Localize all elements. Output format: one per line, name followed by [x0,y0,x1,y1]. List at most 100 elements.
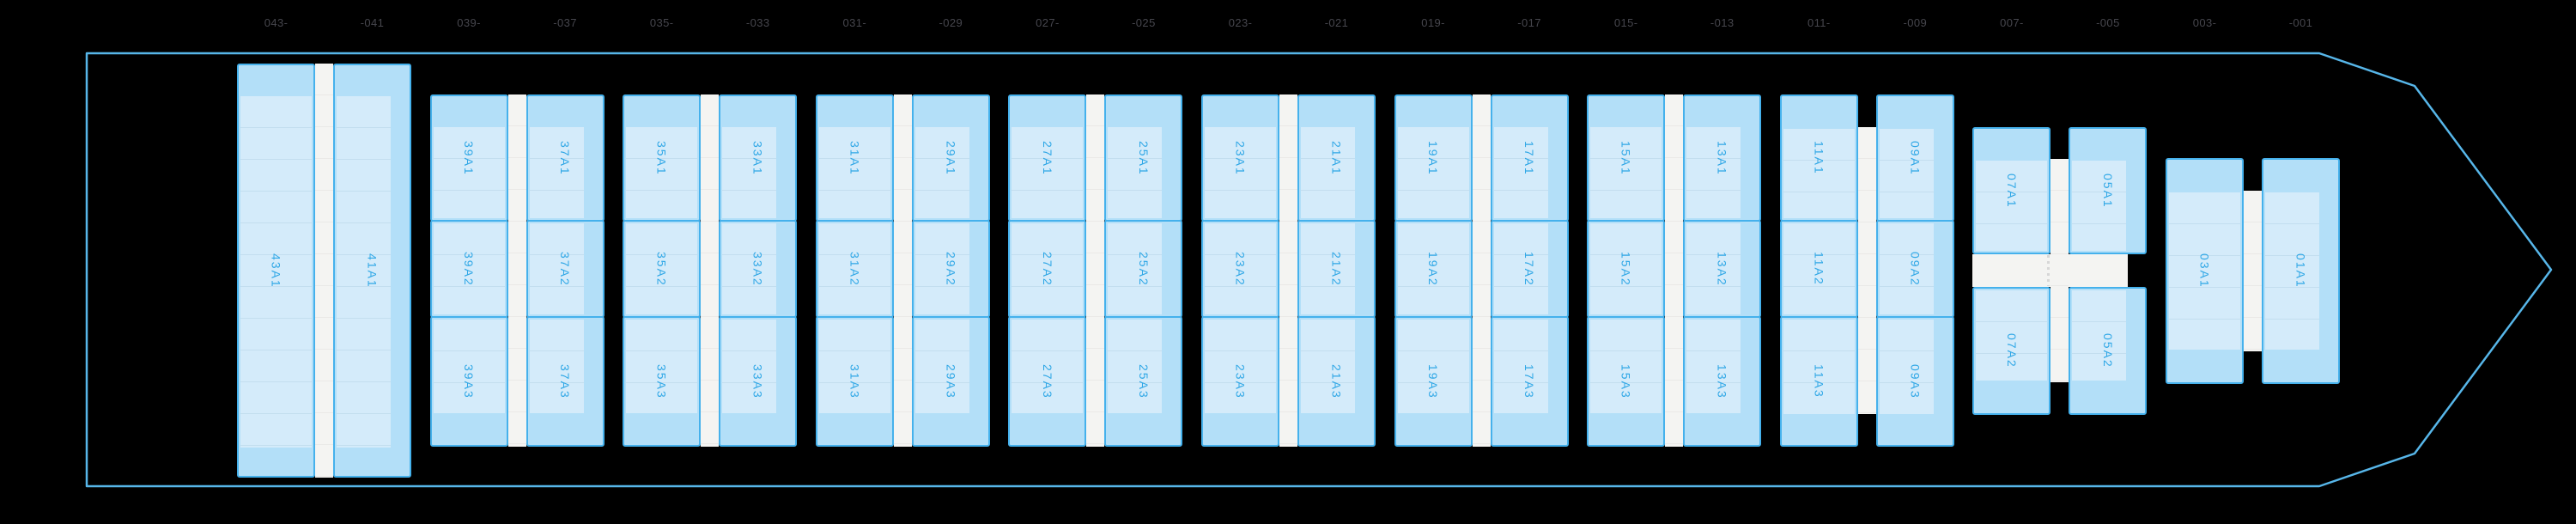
cell-15a1[interactable]: 15A1 [1587,94,1666,222]
slot-grid [722,320,777,413]
cell-21a1[interactable]: 21A1 [1297,94,1376,222]
slot-grid [1686,223,1741,314]
slot-grid [529,320,584,413]
cell-07a2[interactable]: 07A2 [1972,287,2051,415]
bay-number-label: -017 [1517,16,1541,29]
cell-25a3[interactable]: 25A3 [1104,316,1183,447]
slot-grid [626,320,698,413]
slot-grid [722,127,777,218]
slot-grid [818,320,890,413]
slot-grid [1590,223,1662,314]
slot-grid [1108,223,1163,314]
cell-37a3[interactable]: 37A3 [526,316,605,447]
column-divider [1665,94,1684,447]
cell-27a1[interactable]: 27A1 [1008,94,1087,222]
cell-05a1[interactable]: 05A1 [2069,127,2148,254]
cell-13a2[interactable]: 13A2 [1683,220,1762,318]
cell-09a1[interactable]: 09A1 [1875,94,1954,222]
cell-17a1[interactable]: 17A1 [1490,94,1569,222]
slot-grid [1012,320,1084,413]
cell-19a3[interactable]: 19A3 [1394,316,1473,447]
bay-number-label: 039- [457,16,481,29]
cell-37a1[interactable]: 37A1 [526,94,605,222]
cell-15a3[interactable]: 15A3 [1587,316,1666,447]
cell-19a1[interactable]: 19A1 [1394,94,1473,222]
cell-07a1[interactable]: 07A1 [1972,127,2051,254]
cell-25a2[interactable]: 25A2 [1104,220,1183,318]
cell-35a2[interactable]: 35A2 [623,220,702,318]
bay-number-label: -033 [745,16,770,29]
cell-23a1[interactable]: 23A1 [1201,94,1279,222]
slot-grid [722,223,777,314]
slot-grid [1590,127,1662,218]
bay-number-label: 023- [1228,16,1253,29]
cell-29a3[interactable]: 29A3 [911,316,990,447]
cell-11a3[interactable]: 11A3 [1779,316,1858,447]
cell-37a2[interactable]: 37A2 [526,220,605,318]
slot-grid [1686,127,1741,218]
cell-03a1[interactable]: 03A1 [2166,158,2244,384]
cell-13a3[interactable]: 13A3 [1683,316,1762,447]
bay-number-label: 015- [1613,16,1638,29]
cell-27a2[interactable]: 27A2 [1008,220,1087,318]
slot-grid [1205,320,1276,413]
bay-number-label: 011- [1807,16,1831,29]
cell-19a2[interactable]: 19A2 [1394,220,1473,318]
cell-17a2[interactable]: 17A2 [1490,220,1569,318]
bay-number-label: -001 [2288,16,2313,29]
cell-01a1[interactable]: 01A1 [2262,158,2340,384]
cell-09a2[interactable]: 09A2 [1875,220,1954,318]
cell-25a1[interactable]: 25A1 [1104,94,1183,222]
bay-number-label: 003- [2192,16,2217,29]
cell-17a3[interactable]: 17A3 [1490,316,1569,447]
cell-23a3[interactable]: 23A3 [1201,316,1279,447]
cell-13a1[interactable]: 13A1 [1683,94,1762,222]
cell-39a1[interactable]: 39A1 [429,94,508,222]
slot-grid [1686,320,1741,413]
cell-41a1[interactable]: 41A1 [333,64,411,478]
cell-31a3[interactable]: 31A3 [815,316,894,447]
bay-number-label: 043- [264,16,289,29]
cell-27a3[interactable]: 27A3 [1008,316,1087,447]
cell-21a2[interactable]: 21A2 [1297,220,1376,318]
slot-grid [240,96,312,448]
cell-35a3[interactable]: 35A3 [623,316,702,447]
bay-number-label: -029 [939,16,963,29]
cell-33a2[interactable]: 33A2 [719,220,798,318]
slot-grid [1879,223,1934,314]
cell-33a1[interactable]: 33A1 [719,94,798,222]
slot-grid [2265,192,2319,350]
slot-grid [1976,290,2048,381]
column-divider [2050,159,2069,382]
bay-number-label: 019- [1421,16,1445,29]
slot-grid [1301,223,1355,314]
cell-05a2[interactable]: 05A2 [2069,287,2148,415]
cell-21a3[interactable]: 21A3 [1297,316,1376,447]
column-divider [1857,127,1876,414]
slot-grid [1108,127,1163,218]
bay-number-label: 035- [649,16,674,29]
bay-number-label: -021 [1324,16,1349,29]
cell-09a3[interactable]: 09A3 [1875,316,1954,447]
cell-29a1[interactable]: 29A1 [911,94,990,222]
cell-29a2[interactable]: 29A2 [911,220,990,318]
bay-number-label: 007- [2000,16,2024,29]
lane-gap-band [1972,254,2129,287]
cell-11a2[interactable]: 11A2 [1779,220,1858,318]
slot-grid [433,320,505,413]
cell-23a2[interactable]: 23A2 [1201,220,1279,318]
cell-43a1[interactable]: 43A1 [237,64,315,478]
cell-31a1[interactable]: 31A1 [815,94,894,222]
cell-15a2[interactable]: 15A2 [1587,220,1666,318]
bay-number-label: -037 [553,16,577,29]
cell-11a1[interactable]: 11A1 [1779,94,1858,222]
cell-35a1[interactable]: 35A1 [623,94,702,222]
cell-39a2[interactable]: 39A2 [429,220,508,318]
cell-31a2[interactable]: 31A2 [815,220,894,318]
cell-33a3[interactable]: 33A3 [719,316,798,447]
cell-39a3[interactable]: 39A3 [429,316,508,447]
